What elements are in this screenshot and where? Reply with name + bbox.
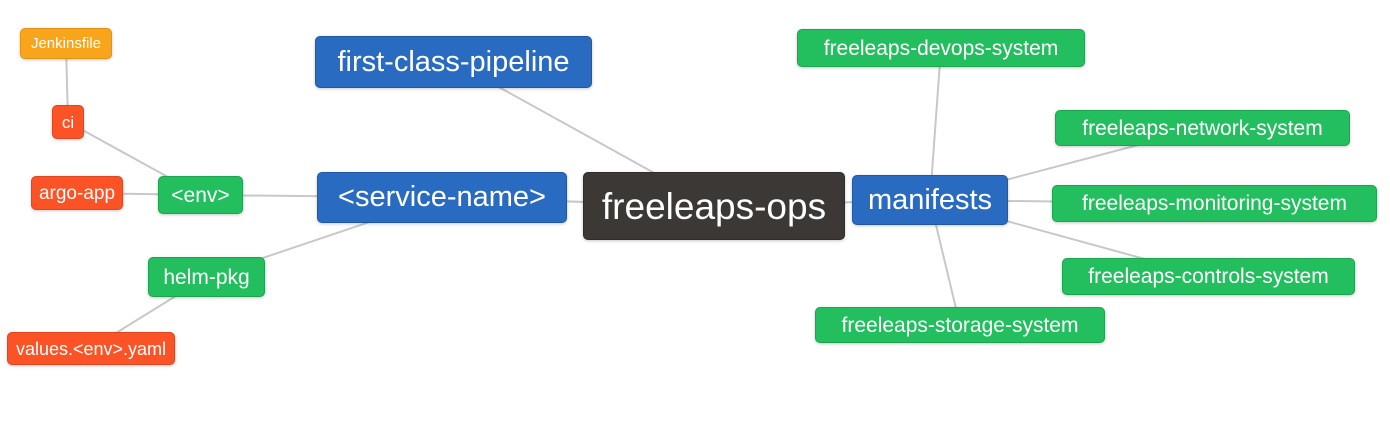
node-label: ci — [61, 112, 75, 132]
edge-manifests--devops-system — [929, 47, 942, 201]
node-label: freeleaps-ops — [601, 185, 827, 227]
node-label: freeleaps-controls-system — [1088, 265, 1329, 288]
node-values-env-yaml[interactable]: values.<env>.yaml — [7, 332, 175, 365]
node-label: <env> — [171, 183, 230, 207]
node-label: freeleaps-monitoring-system — [1082, 192, 1347, 215]
node-jenkinsfile[interactable]: Jenkinsfile — [20, 28, 112, 59]
node-helm-pkg[interactable]: helm-pkg — [148, 257, 265, 297]
node-argo-app[interactable]: argo-app — [31, 176, 123, 210]
node-label: freeleaps-storage-system — [841, 313, 1079, 337]
node-manifests[interactable]: manifests — [852, 175, 1008, 225]
node-label: helm-pkg — [163, 265, 250, 289]
node-label: first-class-pipeline — [337, 45, 570, 78]
node-label: <service-name> — [338, 181, 546, 213]
node-label: manifests — [867, 183, 993, 216]
node-freeleaps-ops[interactable]: freeleaps-ops — [583, 172, 845, 240]
node-env[interactable]: <env> — [158, 176, 243, 214]
node-storage-system[interactable]: freeleaps-storage-system — [815, 307, 1105, 343]
node-label: Jenkinsfile — [30, 35, 102, 52]
node-monitoring-system[interactable]: freeleaps-monitoring-system — [1052, 185, 1377, 222]
node-service-name[interactable]: <service-name> — [317, 172, 567, 223]
node-label: values.<env>.yaml — [15, 338, 167, 359]
node-controls-system[interactable]: freeleaps-controls-system — [1062, 258, 1355, 295]
node-network-system[interactable]: freeleaps-network-system — [1055, 110, 1350, 146]
node-label: freeleaps-devops-system — [823, 36, 1059, 60]
node-first-class-pipeline[interactable]: first-class-pipeline — [315, 36, 592, 88]
node-ci[interactable]: ci — [52, 105, 84, 139]
node-label: argo-app — [38, 182, 116, 204]
node-devops-system[interactable]: freeleaps-devops-system — [797, 29, 1085, 67]
node-label: freeleaps-network-system — [1082, 116, 1323, 140]
